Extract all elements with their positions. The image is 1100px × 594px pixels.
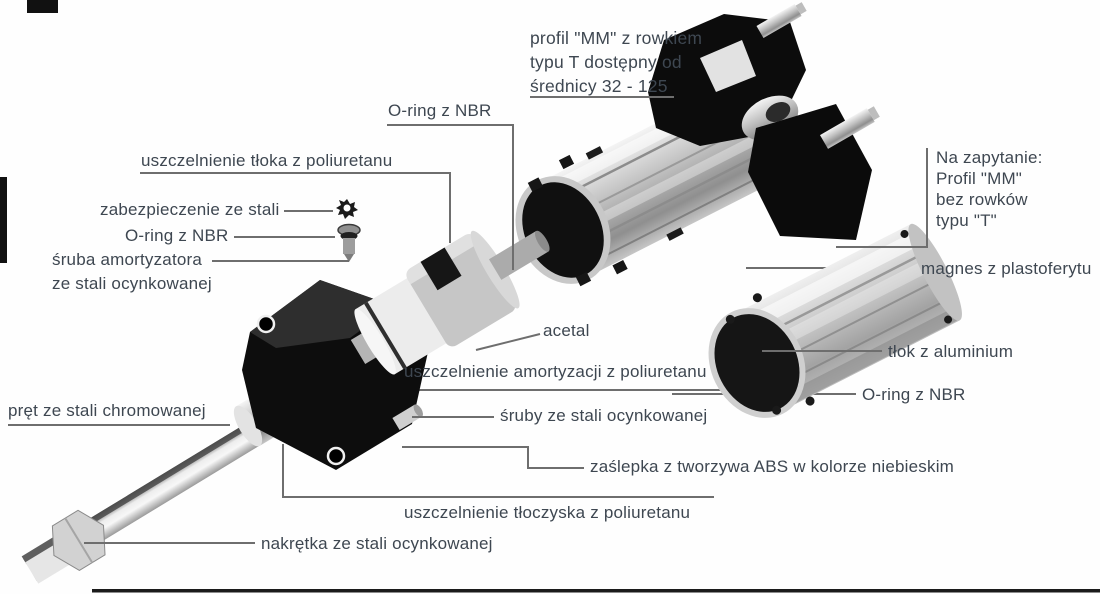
note-on-request-line: Na zapytanie: bbox=[936, 148, 1043, 167]
leader-piston-seal bbox=[140, 172, 451, 243]
leader-note-right bbox=[836, 148, 928, 248]
label-oring-right: O-ring z NBR bbox=[862, 385, 966, 404]
label-shock-screw-2: ze stali ocynkowanej bbox=[52, 274, 212, 293]
label-cushion-seal: uszczelnienie amortyzacji z poliuretanu bbox=[404, 362, 707, 381]
cap-screw-boss bbox=[392, 404, 423, 431]
label-magnet: magnes z plastoferytu bbox=[921, 259, 1092, 278]
tie-rod-top bbox=[756, 2, 807, 39]
label-piston-seal: uszczelnienie tłoka z poliuretanu bbox=[141, 151, 393, 170]
label-steel-lock: zabezpieczenie ze stali bbox=[100, 200, 280, 219]
tie-rod-right bbox=[820, 106, 880, 149]
lock-washer-icon bbox=[336, 199, 358, 219]
label-oring-top: O-ring z NBR bbox=[388, 101, 492, 120]
note-profile-line: średnicy 32 - 125 bbox=[530, 76, 668, 96]
tube-bore-opening bbox=[714, 314, 800, 412]
leader-end-cap bbox=[402, 446, 584, 469]
leader-rod-seal bbox=[282, 444, 714, 498]
label-oring-left: O-ring z NBR bbox=[125, 226, 229, 245]
callout-lines-front bbox=[8, 96, 928, 544]
cushion-spear bbox=[488, 230, 549, 280]
rear-end-cap bbox=[648, 2, 880, 240]
note-on-request: Na zapytanie: Profil "MM" bez rowków typ… bbox=[936, 147, 1043, 231]
piston-assembly bbox=[350, 230, 550, 375]
cap-bolt-hole bbox=[326, 446, 346, 466]
piston-body bbox=[355, 275, 452, 375]
note-on-request-line: Profil "MM" bbox=[936, 169, 1023, 188]
cushion-screw-icon bbox=[337, 223, 361, 262]
note-profile-line: typu T dostępny od bbox=[530, 52, 682, 72]
smooth-profile-tube bbox=[708, 223, 962, 418]
leader-acetal bbox=[475, 333, 541, 351]
label-rod-seal: uszczelnienie tłoczyska z poliuretanu bbox=[404, 503, 691, 522]
note-profile-line: profil "MM" z rowkiem bbox=[530, 28, 703, 48]
note-profile-mm: profil "MM" z rowkiem typu T dostępny od… bbox=[530, 26, 702, 98]
cap-bolt-hole bbox=[256, 314, 276, 334]
label-end-cap: zaślepka z tworzywa ABS w kolorze niebie… bbox=[590, 457, 955, 476]
label-shock-screw-1: śruba amortyzatora bbox=[52, 250, 203, 269]
label-piston: tłok z aluminium bbox=[888, 342, 1014, 361]
note-on-request-line: typu "T" bbox=[936, 211, 997, 230]
label-screws: śruby ze stali ocynkowanej bbox=[500, 406, 708, 425]
label-rod: pręt ze stali chromowanej bbox=[8, 401, 206, 420]
label-nut: nakrętka ze stali ocynkowanej bbox=[261, 534, 493, 553]
label-acetal: acetal bbox=[543, 321, 590, 340]
note-on-request-line: bez rowków bbox=[936, 190, 1028, 209]
leader-oring-top bbox=[387, 124, 514, 270]
